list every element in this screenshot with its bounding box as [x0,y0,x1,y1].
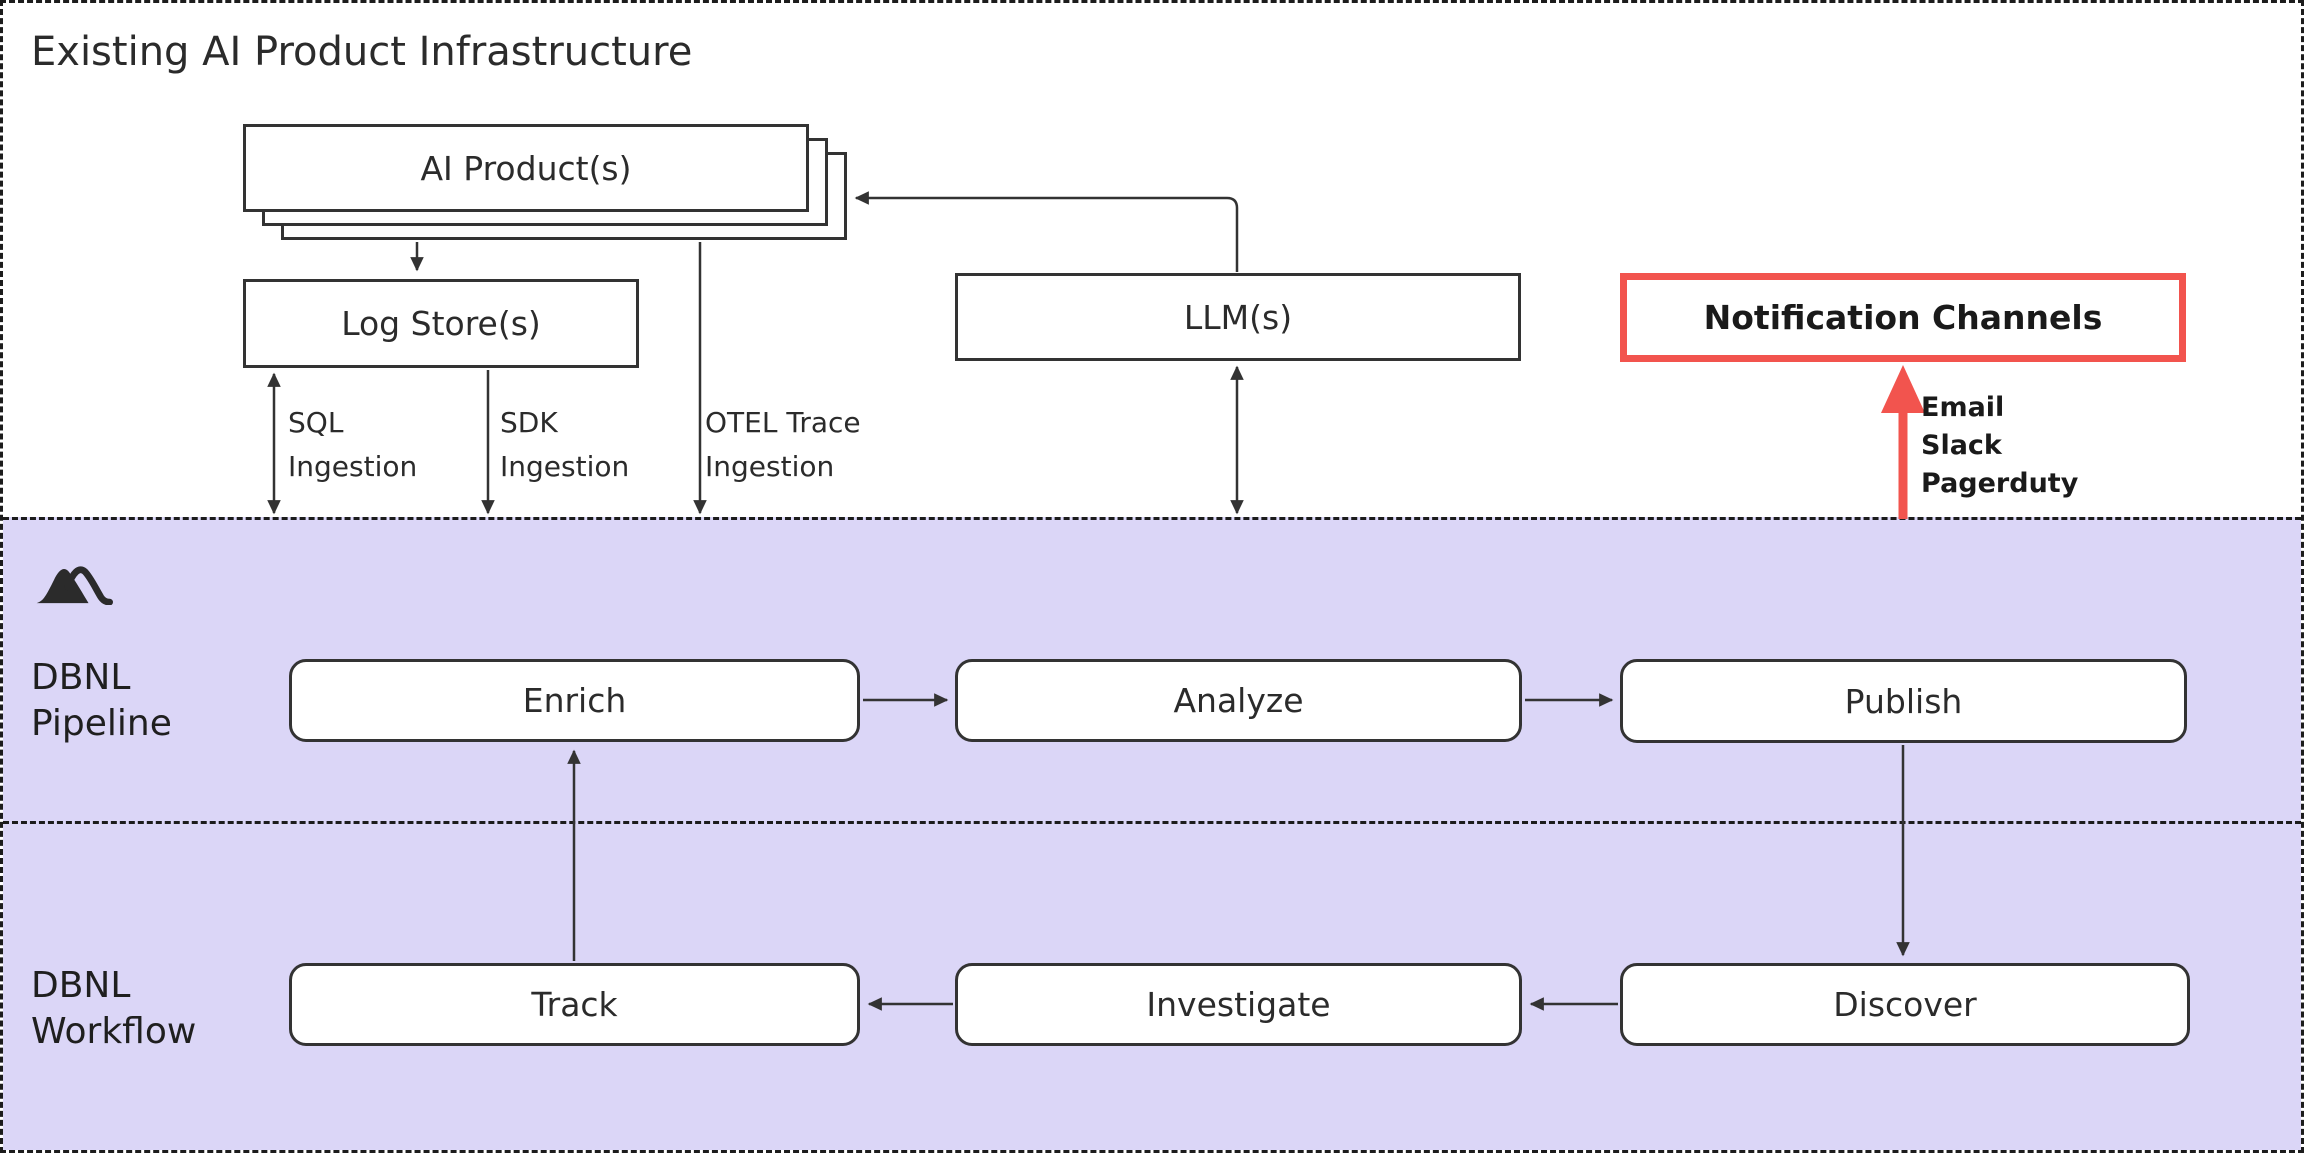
track-label: Track [531,985,618,1024]
section-title-infrastructure: Existing AI Product Infrastructure [31,29,693,75]
workflow-stage-discover: Discover [1620,963,2190,1046]
divider-pipeline-workflow [3,821,2301,824]
llm-box: LLM(s) [955,273,1521,361]
ai-products-box: AI Product(s) [243,124,809,212]
pipeline-stage-enrich: Enrich [289,659,860,742]
discover-label: Discover [1833,985,1977,1024]
notification-channel-names: Email Slack Pagerduty [1921,392,2079,499]
analyze-label: Analyze [1173,681,1304,720]
pipeline-stage-analyze: Analyze [955,659,1522,742]
ai-products-label: AI Product(s) [420,148,632,188]
publish-label: Publish [1844,681,1963,721]
dbnl-pipeline-label: DBNL Pipeline [31,657,172,744]
notification-channels-box: Notification Channels [1620,273,2186,362]
sdk-ingestion-label: SDK Ingestion [500,406,630,483]
connector-layer [267,191,1925,1011]
workflow-stage-investigate: Investigate [955,963,1522,1046]
log-store-box: Log Store(s) [243,279,639,368]
log-store-label: Log Store(s) [341,304,541,343]
mountain-icon [36,566,113,605]
dbnl-workflow-label: DBNL Workflow [31,965,197,1052]
enrich-label: Enrich [522,681,627,720]
notification-channels-label: Notification Channels [1703,298,2103,337]
investigate-label: Investigate [1146,985,1331,1024]
arrow-llm-to-aiproducts [854,191,1239,272]
divider-infrastructure-pipeline [3,517,2301,520]
sql-ingestion-label: SQL Ingestion [288,406,418,483]
otel-ingestion-label: OTEL Trace Ingestion [705,406,861,483]
workflow-stage-track: Track [289,963,860,1046]
llm-label: LLM(s) [1183,297,1293,337]
arrow-to-notification-channels [1881,365,1925,519]
pipeline-stage-publish: Publish [1620,659,2187,743]
